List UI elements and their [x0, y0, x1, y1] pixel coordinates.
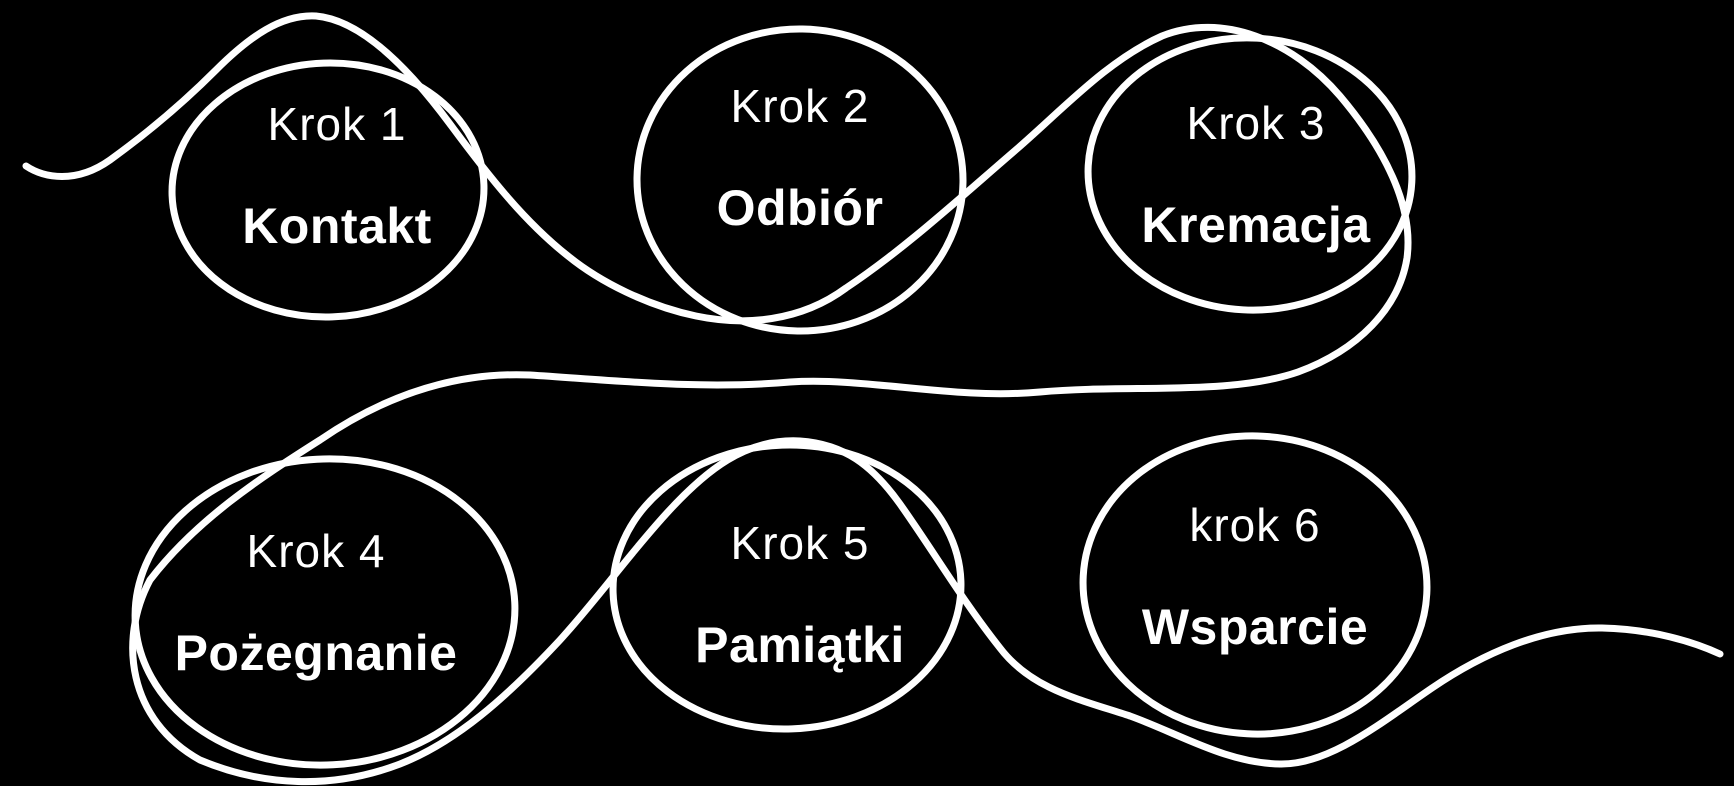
step-4-circle	[131, 455, 519, 769]
step-4: Krok 4 Pożegnanie	[106, 526, 526, 684]
step-2: Krok 2 Odbiór	[590, 81, 1010, 239]
step-2-label: Krok 2	[730, 80, 870, 132]
step-2-circle	[633, 25, 967, 335]
step-4-name: Pożegnanie	[174, 625, 458, 681]
step-6-name: Wsparcie	[1141, 599, 1369, 655]
step-4-label: Krok 4	[246, 525, 386, 577]
step-1: Krok 1 Kontakt	[127, 99, 547, 257]
step-6-circle	[1079, 432, 1431, 738]
step-5-name: Pamiątki	[695, 617, 905, 673]
step-6: krok 6 Wsparcie	[1045, 500, 1465, 658]
step-5: Krok 5 Pamiątki	[590, 518, 1010, 676]
step-3-name: Kremacja	[1141, 197, 1371, 253]
step-3-label: Krok 3	[1186, 97, 1326, 149]
step-5-label: Krok 5	[730, 517, 870, 569]
step-1-name: Kontakt	[242, 198, 432, 254]
step-3-circle	[1084, 34, 1416, 314]
connector-squiggle-line	[22, 12, 1724, 786]
step-3: Krok 3 Kremacja	[1046, 98, 1466, 256]
step-5-circle	[609, 441, 965, 733]
step-6-label: krok 6	[1189, 499, 1321, 551]
step-1-label: Krok 1	[267, 98, 407, 150]
step-2-name: Odbiór	[716, 180, 884, 236]
step-1-circle	[168, 59, 488, 321]
